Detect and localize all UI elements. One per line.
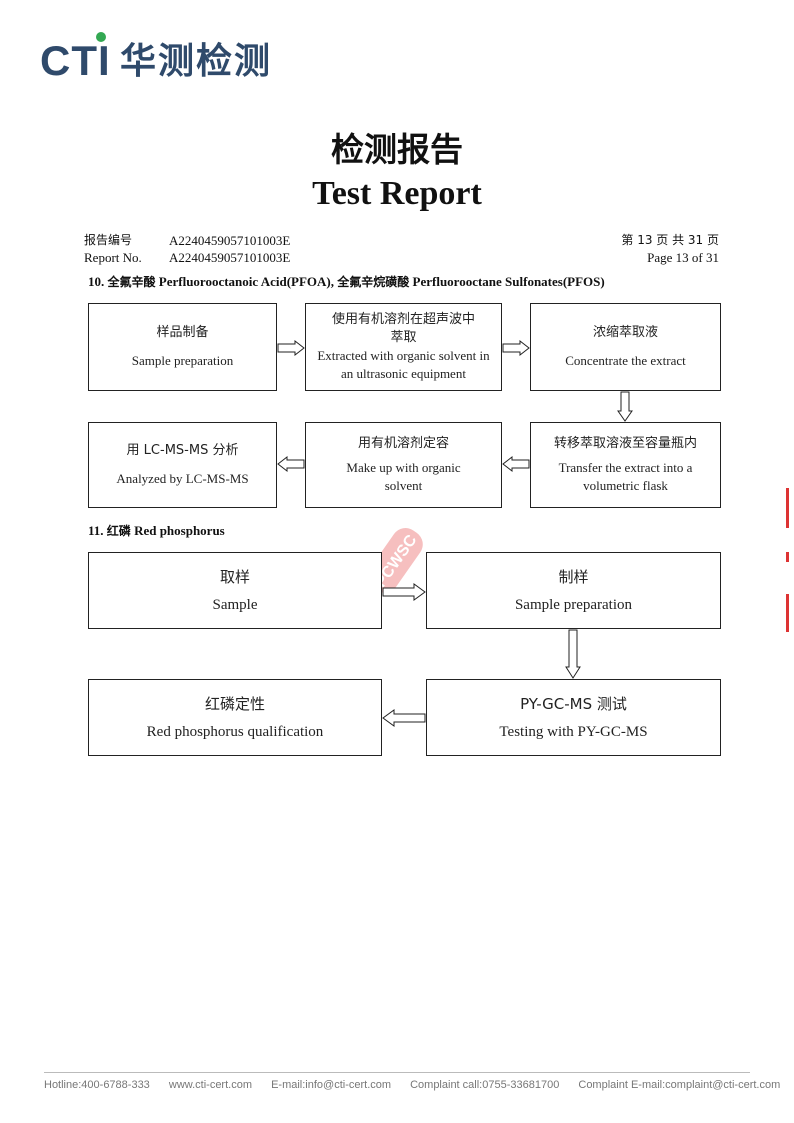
- section-11-num: 11.: [88, 523, 104, 538]
- flow-step-lcmsms: 用 LC-MS-MS 分析 Analyzed by LC-MS-MS: [88, 422, 277, 508]
- step-en: Testing with PY-GC-MS: [499, 723, 648, 740]
- step-en: Concentrate the extract: [565, 353, 686, 368]
- step-cn: 红磷定性: [204, 694, 265, 713]
- step-cn: 取样: [219, 567, 250, 586]
- section-11-en: Red phosphorus: [134, 523, 225, 538]
- report-no-value: A2240459057101003E: [169, 233, 291, 248]
- section-10-en1: Perfluorooctanoic Acid(PFOA),: [158, 274, 334, 289]
- section-10-heading: 10. 全氟辛酸 Perfluorooctanoic Acid(PFOA), 全…: [88, 273, 605, 291]
- edge-stamp-mark: [786, 552, 794, 562]
- flow-step-sample-preparation-2: 制样 Sample preparation: [426, 552, 721, 629]
- step-en: Extracted with organic solvent in an ult…: [317, 348, 490, 381]
- section-10-en2: Perfluorooctane Sulfonates(PFOS): [412, 274, 605, 289]
- company-logo-text: CTI: [40, 37, 111, 84]
- section-10-cn2: 全氟辛烷磺酸: [337, 275, 410, 289]
- arrow-down-icon: [617, 391, 633, 422]
- section-11-cn: 红磷: [106, 524, 131, 538]
- flow-step-sample-preparation: 样品制备 Sample preparation: [88, 303, 277, 391]
- section-11-heading: 11. 红磷 Red phosphorus: [88, 522, 225, 540]
- step-en: Analyzed by LC-MS-MS: [116, 471, 249, 486]
- logo-dot-icon: [96, 32, 106, 42]
- edge-stamp-mark: [786, 594, 794, 632]
- step-cn: PY-GC-MS 测试: [520, 694, 627, 713]
- edge-stamp-mark: [786, 488, 794, 528]
- flow-step-qualification: 红磷定性 Red phosphorus qualification: [88, 679, 382, 756]
- step-cn: 样品制备: [156, 325, 209, 340]
- arrow-right-icon: [277, 339, 305, 357]
- footer-divider: [44, 1072, 750, 1073]
- title-en: Test Report: [312, 175, 482, 212]
- report-no-value-2: A2240459057101003E: [169, 250, 291, 265]
- step-en: Make up with organic solvent: [346, 460, 461, 493]
- page-number-en: Page 13 of 31: [647, 250, 719, 265]
- title-cn: 检测报告: [331, 130, 463, 169]
- arrow-left-icon: [277, 455, 305, 473]
- step-cn: 使用有机溶剂在超声波中萃取: [331, 312, 475, 345]
- arrow-right-icon: [502, 339, 530, 357]
- step-en: Sample: [212, 596, 258, 613]
- page-number-cn: 第 13 页 共 31 页: [621, 233, 719, 247]
- arrow-down-icon: [565, 629, 581, 679]
- flow-step-make-up: 用有机溶剂定容 Make up with organic solvent: [305, 422, 502, 508]
- report-no-label-cn: 报告编号: [84, 233, 133, 247]
- footer-complaint-call: Complaint call:0755-33681700: [410, 1079, 560, 1091]
- arrow-right-icon: [382, 583, 426, 601]
- flow-step-pygcms: PY-GC-MS 测试 Testing with PY-GC-MS: [426, 679, 721, 756]
- step-en: Transfer the extract into a volumetric f…: [558, 460, 693, 493]
- step-cn: 浓缩萃取液: [592, 325, 658, 340]
- flow-step-concentrate: 浓缩萃取液 Concentrate the extract: [530, 303, 721, 391]
- arrow-left-icon: [502, 455, 530, 473]
- company-logo-cn: 华测检测: [120, 41, 273, 82]
- flow-step-ultrasonic-extraction: 使用有机溶剂在超声波中萃取 Extracted with organic sol…: [305, 303, 502, 391]
- step-en: Red phosphorus qualification: [146, 723, 324, 740]
- flow-step-transfer: 转移萃取溶液至容量瓶内 Transfer the extract into a …: [530, 422, 721, 508]
- step-cn: 转移萃取溶液至容量瓶内: [553, 436, 697, 451]
- step-cn: 用有机溶剂定容: [357, 436, 449, 451]
- footer: Hotline:400-6788-333 www.cti-cert.com E-…: [44, 1078, 794, 1092]
- step-cn: 用 LC-MS-MS 分析: [126, 443, 239, 458]
- footer-email[interactable]: E-mail:info@cti-cert.com: [271, 1079, 392, 1091]
- flow-step-sample: 取样 Sample: [88, 552, 382, 629]
- section-10-num: 10.: [88, 274, 105, 289]
- footer-hotline: Hotline:400-6788-333: [44, 1079, 150, 1091]
- section-10-cn1: 全氟辛酸: [107, 275, 156, 289]
- arrow-left-icon: [382, 709, 426, 727]
- report-no-label-en: Report No.: [84, 250, 142, 265]
- step-en: Sample preparation: [131, 353, 234, 368]
- step-cn: 制样: [558, 567, 589, 586]
- footer-website[interactable]: www.cti-cert.com: [168, 1079, 252, 1091]
- footer-complaint-email[interactable]: Complaint E-mail:complaint@cti-cert.com: [578, 1079, 781, 1091]
- step-en: Sample preparation: [514, 596, 633, 613]
